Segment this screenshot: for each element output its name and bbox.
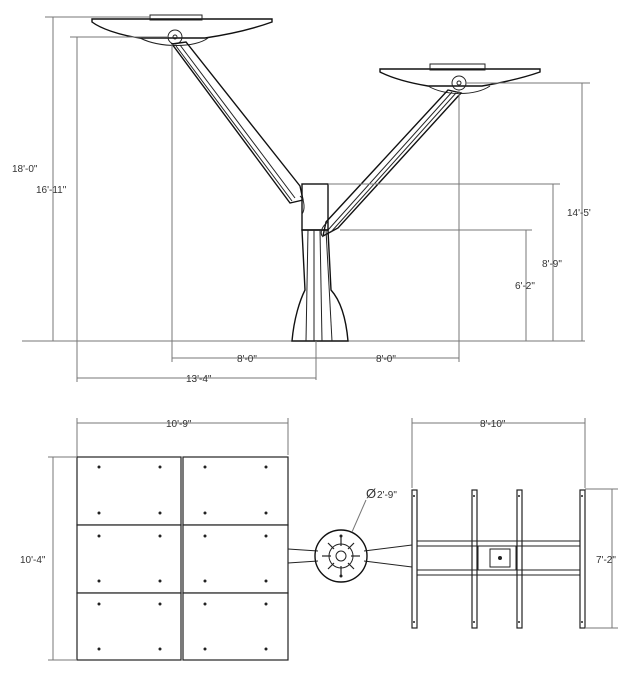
dim-panel-width-label: 10'-9" [166, 419, 192, 430]
dim-offset-left-label: 8'-0" [237, 354, 257, 365]
plan-arms [287, 544, 413, 568]
solar-panel-array [76, 456, 289, 661]
dim-rack-width-label: 8'-10" [480, 419, 506, 430]
rack-plan [411, 489, 586, 629]
solar-panel [76, 592, 182, 661]
solar-panel [182, 524, 289, 594]
solar-panel [76, 456, 182, 526]
dim-right-mount-height: 14'-5' [466, 82, 591, 341]
left-canopy [91, 14, 273, 46]
left-arm [170, 41, 304, 204]
dim-base-diameter: Ø 2'-9" [351, 486, 397, 533]
dim-arm-offsets: 8'-0" 8'-0" [171, 44, 460, 380]
dim-branch-height: 8'-9" [328, 183, 562, 341]
right-canopy [379, 63, 541, 94]
rack-rail [411, 489, 418, 629]
dim-rack-depth: 7'-2" [585, 488, 618, 629]
diameter-symbol: Ø [366, 486, 376, 501]
dim-span-left-label: 13'-4" [186, 374, 212, 385]
dim-left-mount-height: 16'-11" [36, 36, 168, 341]
dim-collar-label: 6'-2" [515, 281, 535, 292]
dim-base-diameter-label: 2'-9" [377, 490, 397, 501]
dim-panel-depth: 10'-4" [20, 456, 76, 661]
dim-collar-height: 6'-2" [340, 229, 535, 341]
dim-rack-depth-label: 7'-2" [596, 555, 616, 566]
dim-span-left: 13'-4" [76, 341, 316, 385]
solar-panel [182, 456, 289, 526]
trunk [291, 183, 349, 342]
dim-branch-label: 8'-9" [542, 259, 562, 270]
dim-right-mount-label: 14'-5' [567, 208, 591, 219]
rack-rail [471, 489, 478, 629]
rack-rail [579, 489, 586, 629]
dim-offset-right-label: 8'-0" [376, 354, 396, 365]
dim-total-height-label: 18'-0" [12, 164, 38, 175]
plan-view: 10'-9" 10'-4" [20, 418, 618, 661]
right-arm [321, 89, 463, 238]
dim-left-mount-label: 16'-11" [36, 185, 67, 196]
base-plate [314, 529, 368, 583]
solar-panel [76, 524, 182, 594]
rack-rail [516, 489, 523, 629]
solar-panel [182, 592, 289, 661]
elevation-view: 18'-0" 16'-11" 14'-5' 8'-9" 6'-2" [12, 14, 591, 385]
dim-panel-depth-label: 10'-4" [20, 555, 46, 566]
dim-total-height: 18'-0" [12, 16, 150, 341]
dim-rack-width: 8'-10" [411, 418, 586, 488]
